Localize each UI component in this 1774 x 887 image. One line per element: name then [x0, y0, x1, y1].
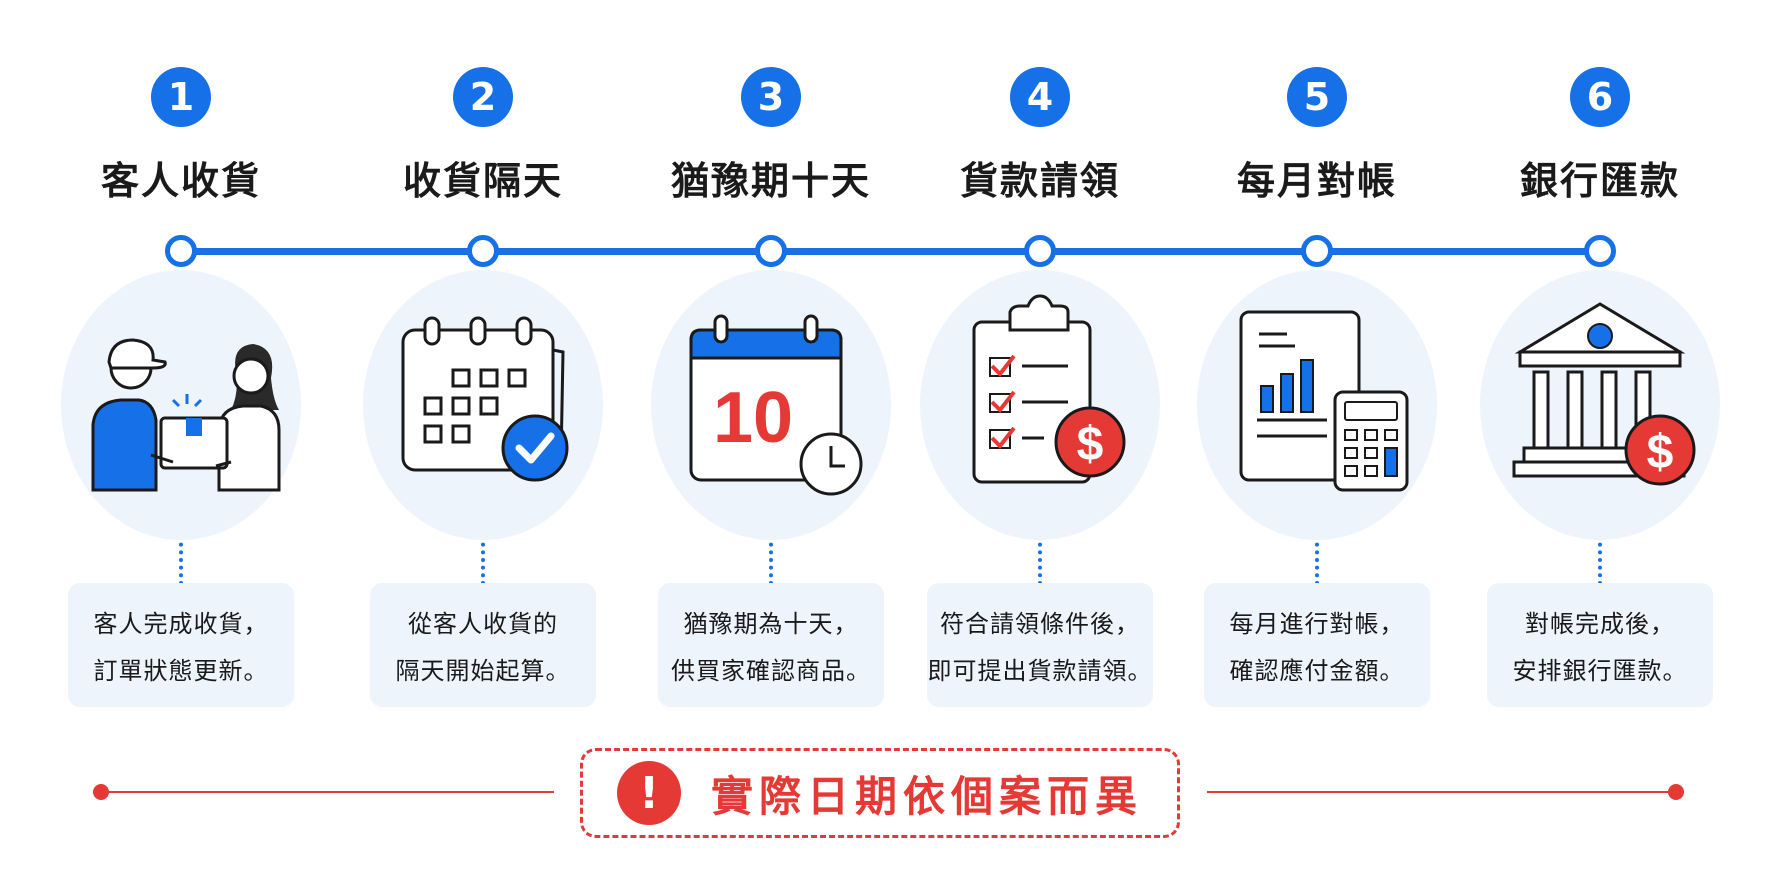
step-number-badge: 2	[453, 67, 513, 127]
step-number-badge: 6	[1570, 67, 1630, 127]
step-2: 2 收貨隔天 從客人收貨的 隔天開始起算。	[333, 0, 633, 887]
step-number-badge: 5	[1287, 67, 1347, 127]
step-description: 每月進行對帳， 確認應付金額。	[1204, 583, 1430, 707]
report-calculator-icon	[1239, 310, 1409, 492]
step-description: 猶豫期為十天， 供買家確認商品。	[658, 583, 884, 707]
bank-dollar-icon: $	[1512, 302, 1696, 486]
step-description: 符合請領條件後， 即可提出貨款請領。	[927, 583, 1153, 707]
step-1: 1 客人收貨 客人完成收貨， 訂單狀態更新。	[31, 0, 331, 887]
step-description: 對帳完成後， 安排銀行匯款。	[1487, 583, 1713, 707]
calendar-day-number: 10	[713, 378, 793, 458]
description-line: 隔天開始起算。	[395, 657, 571, 685]
step-number-badge: 3	[741, 67, 801, 127]
calendar-check-icon	[401, 316, 569, 482]
timeline-node	[467, 235, 499, 267]
description-line: 從客人收貨的	[408, 610, 558, 638]
exclamation-icon: !	[616, 761, 681, 825]
dotted-connector	[1598, 535, 1602, 585]
step-number-badge: 1	[151, 67, 211, 127]
description-line: 供買家確認商品。	[671, 657, 871, 685]
description-line: 猶豫期為十天，	[683, 610, 859, 638]
delivery-handover-icon	[91, 338, 281, 492]
timeline-node	[165, 235, 197, 267]
notice-line-right	[1207, 791, 1675, 793]
timeline-node	[1301, 235, 1333, 267]
description-line: 對帳完成後，	[1525, 610, 1675, 638]
description-line: 訂單狀態更新。	[93, 657, 269, 685]
notice-line-left	[100, 791, 554, 793]
dotted-connector	[481, 535, 485, 585]
timeline-node	[1024, 235, 1056, 267]
timeline-line	[180, 248, 1600, 255]
description-line: 安排銀行匯款。	[1512, 657, 1688, 685]
step-4: 4 貨款請領 $ 符合請領條件後， 即可提出貨款請領。	[890, 0, 1190, 887]
step-title: 收貨隔天	[402, 159, 563, 203]
timeline-node	[755, 235, 787, 267]
description-line: 確認應付金額。	[1229, 657, 1405, 685]
step-title: 銀行匯款	[1519, 159, 1680, 203]
description-line: 每月進行對帳，	[1229, 610, 1405, 638]
timeline-node	[1584, 235, 1616, 267]
step-title: 貨款請領	[959, 159, 1120, 203]
step-title: 每月對帳	[1236, 159, 1397, 203]
step-title: 猶豫期十天	[670, 159, 871, 203]
notice-box: ! 實際日期依個案而異	[580, 748, 1180, 838]
description-line: 客人完成收貨，	[93, 610, 269, 638]
dotted-connector	[1038, 535, 1042, 585]
dotted-connector	[769, 535, 773, 585]
dotted-connector	[1315, 535, 1319, 585]
step-title: 客人收貨	[100, 159, 261, 203]
svg-text:$: $	[1077, 418, 1104, 471]
calendar-10-days-icon: 10	[689, 314, 863, 496]
step-description: 從客人收貨的 隔天開始起算。	[370, 583, 596, 707]
description-line: 即可提出貨款請領。	[927, 657, 1153, 685]
clipboard-dollar-icon: $	[972, 294, 1126, 484]
dotted-connector	[179, 535, 183, 585]
notice-line-end-dot	[1668, 784, 1684, 800]
step-3: 3 猶豫期十天 10 猶豫期為十天， 供買家確認商品。	[621, 0, 921, 887]
description-line: 符合請領條件後，	[940, 610, 1140, 638]
svg-text:$: $	[1647, 426, 1674, 479]
step-description: 客人完成收貨， 訂單狀態更新。	[68, 583, 294, 707]
step-6: 6 銀行匯款 $ 對帳完成後， 安排銀行匯款。	[1450, 0, 1750, 887]
step-number-badge: 4	[1010, 67, 1070, 127]
step-5: 5 每月對帳 每月進行對帳， 確認應付金額。	[1167, 0, 1467, 887]
notice-text: 實際日期依個案而異	[710, 771, 1143, 821]
